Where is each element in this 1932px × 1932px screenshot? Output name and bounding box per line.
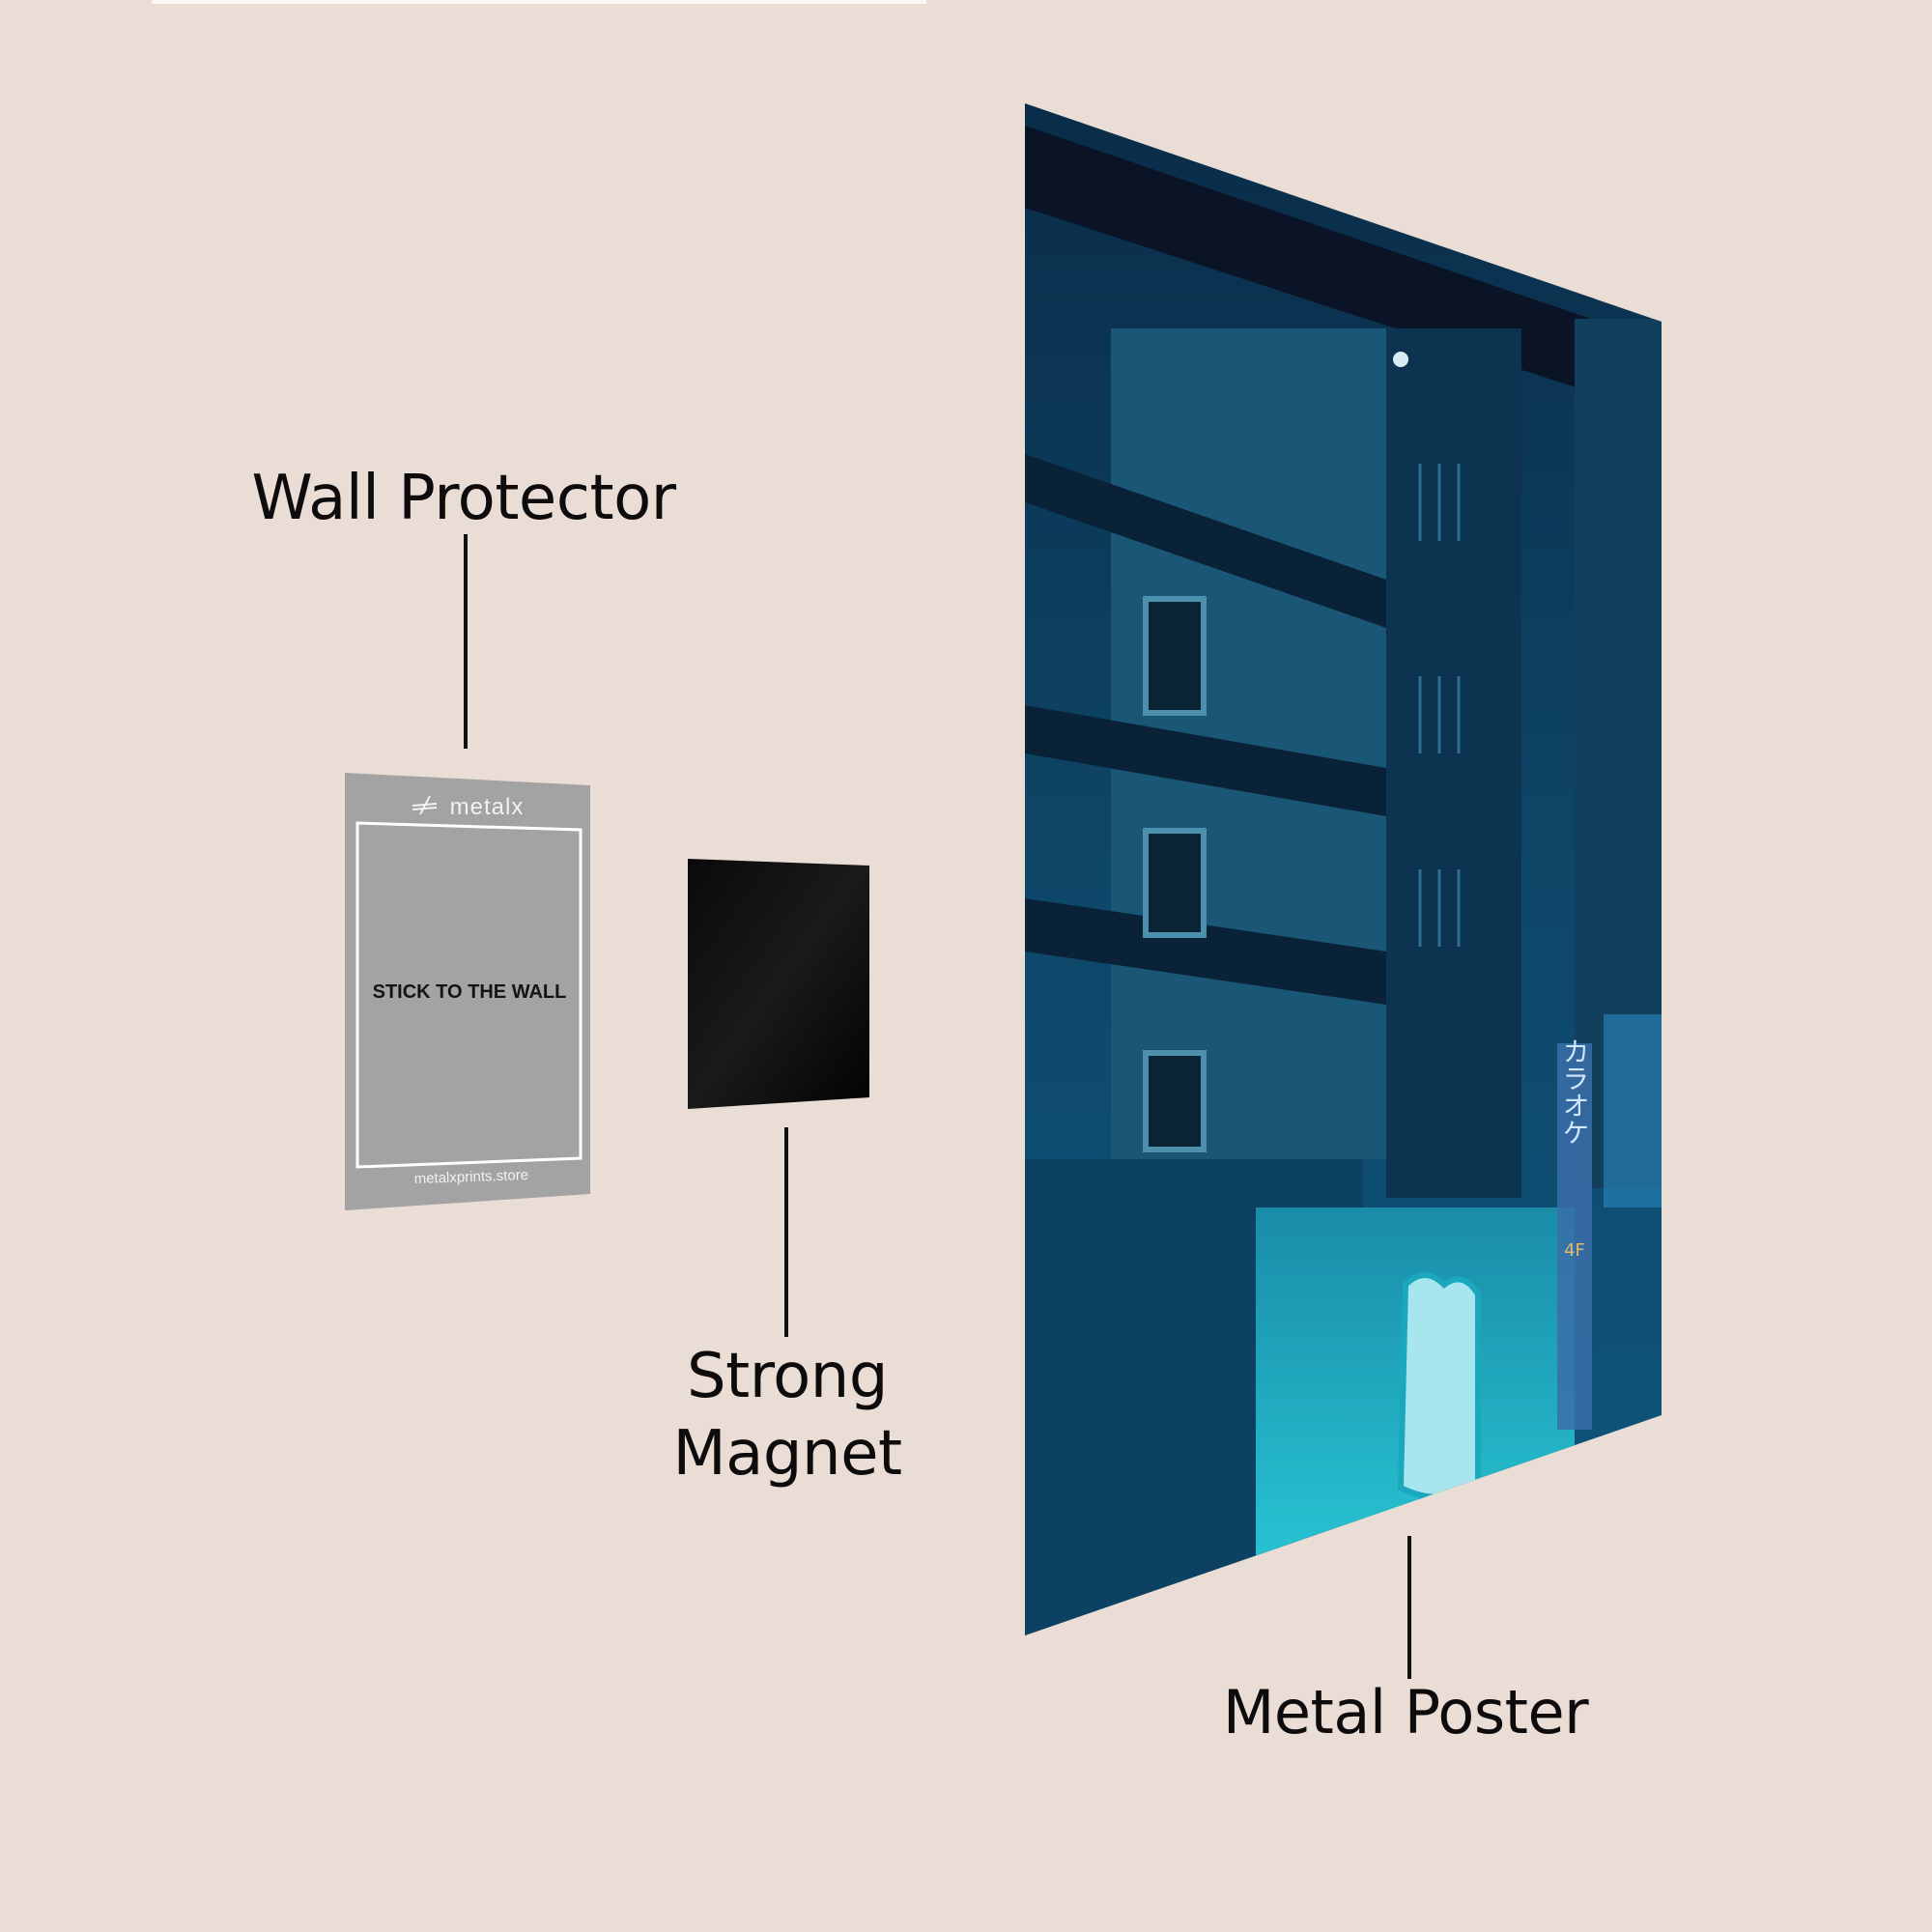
metalx-logo-icon <box>412 795 438 815</box>
building-window <box>1143 596 1207 1152</box>
metal-poster: カラオケ 4F <box>1025 103 1662 1635</box>
wall-protector-website: metalxprints.store <box>413 1167 528 1187</box>
poster-sign-text: カラオケ <box>1559 1037 1591 1146</box>
poster-floor-text: 4F <box>1564 1240 1585 1261</box>
metal-poster-label: Metal Poster <box>1222 1677 1589 1747</box>
magnet-pointer-line <box>784 1127 788 1337</box>
metal-poster-pointer-line <box>1407 1536 1411 1679</box>
strong-magnet-label-line2: Magnet <box>672 1418 902 1490</box>
top-edge-strip <box>152 0 926 4</box>
strong-magnet-label-line1: Strong <box>687 1341 888 1412</box>
wall-protector-instruction: STICK TO THE WALL <box>373 981 567 1003</box>
strong-magnet-plate <box>688 859 869 1109</box>
wall-protector-label: Wall Protector <box>251 463 676 534</box>
wall-protector-pointer-line <box>464 534 468 749</box>
wall-protector-brand: metalx <box>450 794 525 820</box>
wall-protector-card: metalx STICK TO THE WALL metalxprints.st… <box>345 773 590 1210</box>
